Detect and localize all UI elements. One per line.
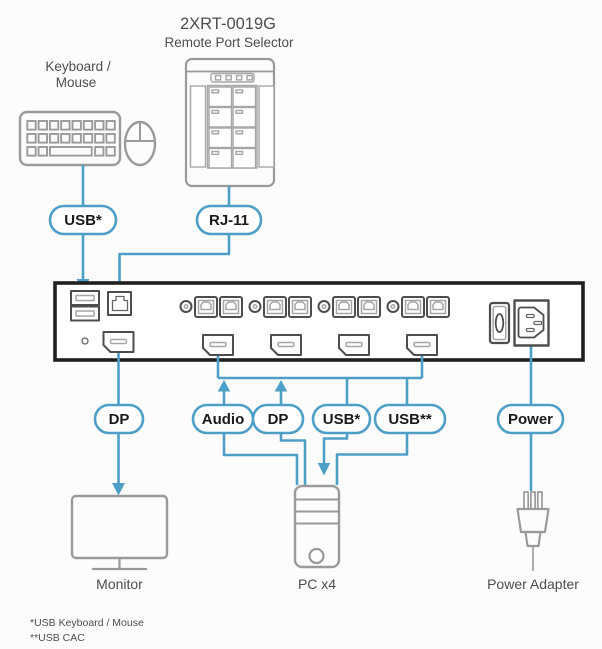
audio-jack-port: [248, 300, 262, 313]
dp-pc-pill-label: DP: [268, 411, 289, 428]
dp-pc-pill: DP: [251, 403, 305, 435]
selector-button: [208, 127, 233, 149]
usb-km-arrowhead: [317, 463, 331, 476]
usb-km-pill-label: USB*: [323, 411, 361, 428]
audio-jack-port: [317, 300, 331, 313]
mouse-icon: [123, 120, 157, 167]
keyboard-icon: [18, 110, 122, 167]
audio-connector-line: [222, 433, 299, 485]
usb-console-pill-label: USB*: [64, 212, 102, 229]
selector-button: [208, 147, 233, 169]
usb-b-port: [401, 296, 425, 318]
kvm-switch-ports: [70, 290, 550, 356]
dp-pc-port: [270, 334, 302, 356]
selector-led-bar: [210, 72, 255, 83]
selector-right-strip: [258, 85, 275, 168]
power-adapter-label: Power Adapter: [487, 576, 579, 592]
dp-pc-arrowhead: [274, 380, 288, 392]
model-number: 2XRT-0019G: [180, 15, 276, 33]
audio-pill-label: Audio: [202, 411, 245, 428]
power-pill: Power: [496, 403, 565, 435]
usb-b-port: [219, 296, 243, 318]
usb-b-port: [357, 296, 381, 318]
dp-pc-port: [406, 334, 438, 356]
audio-pill: Audio: [191, 403, 255, 435]
selector-button: [232, 106, 257, 128]
usb-cac-pill: USB**: [373, 403, 447, 435]
footnote-cac: **USB CAC: [30, 632, 85, 644]
monitor-label: Monitor: [96, 576, 143, 592]
selector-button: [232, 86, 257, 108]
pc-label: PC x4: [298, 576, 336, 592]
reset-pinhole: [81, 337, 89, 345]
usb-b-port: [426, 296, 450, 318]
dp-pc-port: [338, 334, 370, 356]
rj11-pill-label: RJ-11: [209, 212, 249, 229]
power-plug-icon: [516, 491, 550, 571]
rj11-port: [107, 291, 132, 316]
usb-b-port: [194, 296, 218, 318]
audio-jack-port: [179, 300, 193, 313]
selector-button: [232, 147, 257, 169]
product-name: Remote Port Selector: [164, 35, 294, 50]
audio-jack-port: [386, 300, 400, 313]
usb-b-port: [288, 296, 312, 318]
usb-a-port: [70, 305, 100, 322]
audio-arrowhead: [217, 380, 231, 392]
keyboard-mouse-label-line2: Mouse: [56, 75, 97, 90]
rj11-connector-line: [118, 234, 231, 292]
usb-b-port: [332, 296, 356, 318]
selector-button: [208, 86, 233, 108]
selector-button: [232, 127, 257, 149]
keyboard-mouse-label-line1: Keyboard /: [45, 59, 111, 74]
dp-pc-port: [202, 334, 234, 356]
selector-button: [208, 106, 233, 128]
selector-button-grid: [206, 84, 258, 169]
pc-icon: [293, 484, 341, 569]
remote-port-selector-icon: [184, 57, 276, 188]
dp-monitor-pill-label: DP: [109, 411, 130, 428]
power-pill-label: Power: [508, 411, 553, 428]
power-inlet: [513, 299, 550, 347]
usb-km-pill: USB*: [311, 403, 372, 435]
dp-pc-connector-line: [279, 433, 307, 485]
usb-b-port: [263, 296, 287, 318]
usb-km-connector-line: [322, 433, 349, 464]
pc-bus-line: [216, 352, 424, 380]
dp-monitor-arrowhead: [112, 483, 125, 496]
usb-cac-connector-line: [335, 433, 409, 485]
dp-console-port: [102, 331, 135, 353]
selector-left-strip: [189, 85, 207, 168]
monitor-icon: [70, 494, 169, 571]
footnote-usb: *USB Keyboard / Mouse: [30, 617, 144, 629]
usb-cac-pill-label: USB**: [388, 411, 432, 428]
usb-console-pill: USB*: [48, 204, 118, 236]
dp-monitor-pill: DP: [93, 403, 145, 435]
rj11-pill: RJ-11: [195, 204, 263, 236]
power-switch: [488, 301, 511, 345]
usb-a-port: [70, 290, 100, 306]
